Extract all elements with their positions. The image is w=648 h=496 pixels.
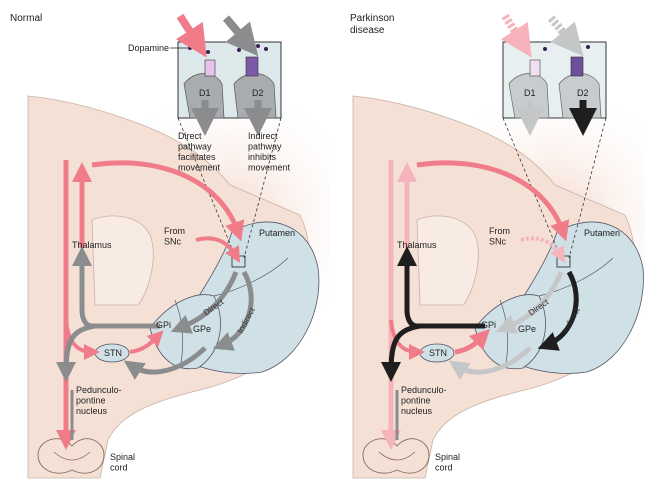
inset-input-pink [175, 13, 207, 58]
inset-input-gray [222, 15, 259, 57]
d2-label: D2 [252, 88, 264, 98]
gpi-label: GPi [481, 320, 496, 330]
panel-title: Parkinson disease [350, 13, 397, 36]
thalamus-label: Thalamus [72, 240, 112, 250]
dopamine-dot [206, 50, 210, 54]
cortex-to-stn [389, 319, 425, 360]
spinal-gray-matter [53, 451, 91, 461]
inset-dashed-leader [243, 117, 282, 259]
stn-to-gpi-strong [454, 328, 491, 355]
dopamine-dot [586, 45, 590, 49]
putamen-label: Putamen [584, 228, 620, 238]
direct-pathway-weak [495, 271, 564, 334]
indirect-caption: Indirect pathway inhibits movement [248, 131, 291, 173]
indirect-pathway-arrow [212, 270, 254, 351]
indirect-pathway-strong [537, 270, 579, 351]
ppn-label: Pedunculo- pontine nucleus [401, 385, 449, 416]
gpe-label: GPe [193, 324, 211, 334]
spinal-cord-label: Spinal cord [435, 452, 463, 473]
inset-dashed-leader [568, 117, 607, 259]
d2-neuron [558, 73, 602, 119]
inset-input-pink-weak [500, 13, 532, 58]
cortex-to-putamen [91, 160, 245, 242]
gpi-to-ppn-strong [381, 323, 421, 382]
gpe-to-stn [123, 346, 207, 380]
d1-receptor [204, 59, 216, 77]
normal-panel: Normal Dopamine D1 D2 Direct pathway fac… [10, 13, 330, 479]
stn-to-gpi [129, 330, 164, 354]
spinal-gray-matter [378, 451, 416, 461]
d2-receptor [245, 56, 259, 77]
d2-label: D2 [577, 88, 589, 98]
gpi-to-ppn [56, 323, 96, 382]
cortex-to-stn [64, 319, 100, 360]
d1-receptor [529, 59, 541, 77]
d2-receptor [570, 56, 584, 77]
gpe-label: GPe [518, 324, 536, 334]
from-snc-label: From SNc [489, 226, 513, 247]
dopamine-dot [543, 47, 547, 51]
stn-label: STN [429, 348, 447, 358]
stn-label: STN [104, 348, 122, 358]
direct-caption: Direct pathway facilitates movement [178, 131, 221, 173]
thalamus-outline [416, 215, 479, 306]
parkinson-panel: Parkinson disease D1 D2 From SNc Putamen… [350, 13, 645, 479]
dopamine-dot [188, 46, 192, 50]
thalamus-label: Thalamus [397, 240, 437, 250]
thalamus-outline [91, 215, 154, 306]
cortex-to-putamen [416, 160, 570, 242]
snc-to-putamen [195, 236, 240, 263]
dopamine-dot [256, 44, 260, 48]
gpe-to-stn-weak [448, 346, 532, 380]
direct-pathway-arrow [170, 271, 239, 334]
ppn-label: Pedunculo- pontine nucleus [76, 385, 124, 416]
spinal-cord-label: Spinal cord [110, 452, 138, 473]
d1-label: D1 [524, 88, 536, 98]
d2-neuron [233, 73, 277, 119]
from-snc-label: From SNc [164, 226, 188, 247]
inset-input-gray-weak [547, 15, 584, 57]
putamen-label: Putamen [259, 228, 295, 238]
dopamine-label: Dopamine [128, 43, 169, 53]
panel-title: Normal [10, 13, 42, 24]
dopamine-dot [237, 48, 241, 52]
gpi-label: GPi [156, 320, 171, 330]
dopamine-dot [264, 47, 268, 51]
d1-label: D1 [199, 88, 211, 98]
